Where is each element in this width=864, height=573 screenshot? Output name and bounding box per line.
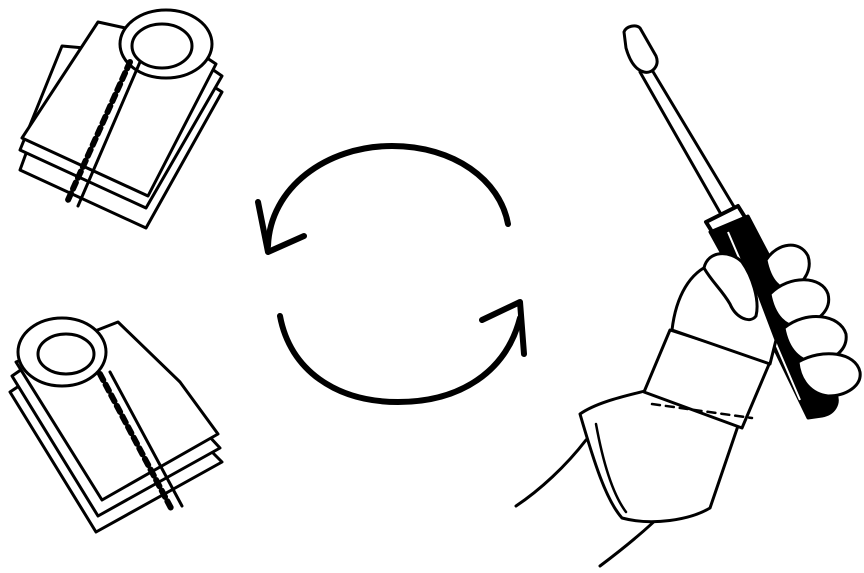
folded-shirt-stack-icon xyxy=(10,318,222,532)
gloved-hand-holding-screwdriver-icon xyxy=(516,26,860,566)
cycle-arrows-icon xyxy=(258,146,524,402)
folded-shirt-stack-icon xyxy=(20,10,222,228)
